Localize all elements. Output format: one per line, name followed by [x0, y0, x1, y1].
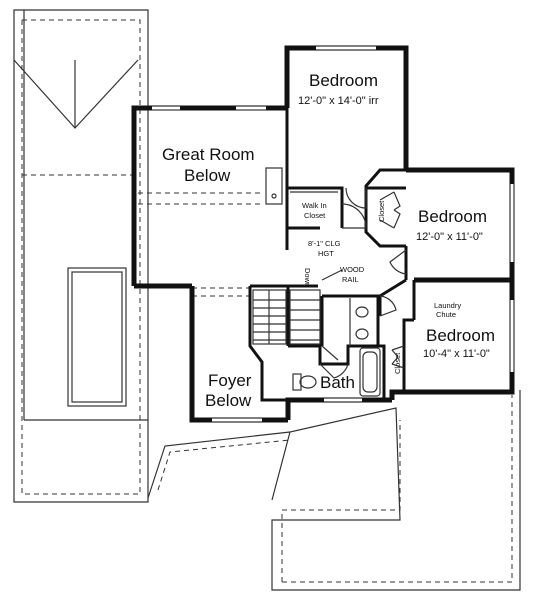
foyer-label: Foyer	[208, 371, 252, 390]
roof-outline-bottom	[147, 390, 521, 591]
windows	[152, 45, 515, 423]
bedroom-lower-name: Bedroom	[426, 326, 495, 345]
doors	[319, 187, 407, 379]
foyer-below-label: Below	[205, 391, 252, 410]
wood-rail-label-2: RAIL	[342, 275, 359, 284]
closet-lower-label: Closet	[393, 352, 402, 374]
open-below-lines	[138, 192, 262, 297]
skylight	[67, 267, 127, 407]
roof-outline-left	[13, 9, 149, 503]
laundry-chute-label: Laundry	[434, 301, 461, 310]
bedroom-main-name: Bedroom	[309, 71, 378, 90]
bedroom-lower-size: 10'-4" x 11'-0"	[423, 348, 490, 360]
ceiling-height-label: 8'-1" CLG	[308, 239, 341, 248]
wood-rail-label: WOOD	[340, 265, 365, 274]
wood-rail	[321, 269, 343, 281]
staircase	[252, 289, 321, 345]
bedroom-mid-name: Bedroom	[418, 207, 487, 226]
closet-upper-label: Closet	[377, 200, 386, 222]
great-room-label: Great Room	[162, 145, 255, 164]
walk-in-closet-label-2: Closet	[304, 211, 326, 220]
ceiling-height-label-2: HGT	[318, 249, 334, 258]
laundry-chute-label-2: Chute	[436, 310, 456, 319]
bedroom-mid-size: 12'-0" x 11'-0"	[416, 231, 483, 243]
bedroom-main-size: 12'-0" x 14'-0" irr	[298, 95, 379, 107]
walk-in-closet-label: Walk In	[302, 201, 327, 210]
bath-fixtures	[292, 298, 381, 397]
great-room-below-label: Below	[184, 166, 231, 185]
stair-down-label: Down	[303, 268, 312, 287]
closet-shelves	[265, 167, 338, 205]
bath-label: Bath	[320, 373, 355, 392]
